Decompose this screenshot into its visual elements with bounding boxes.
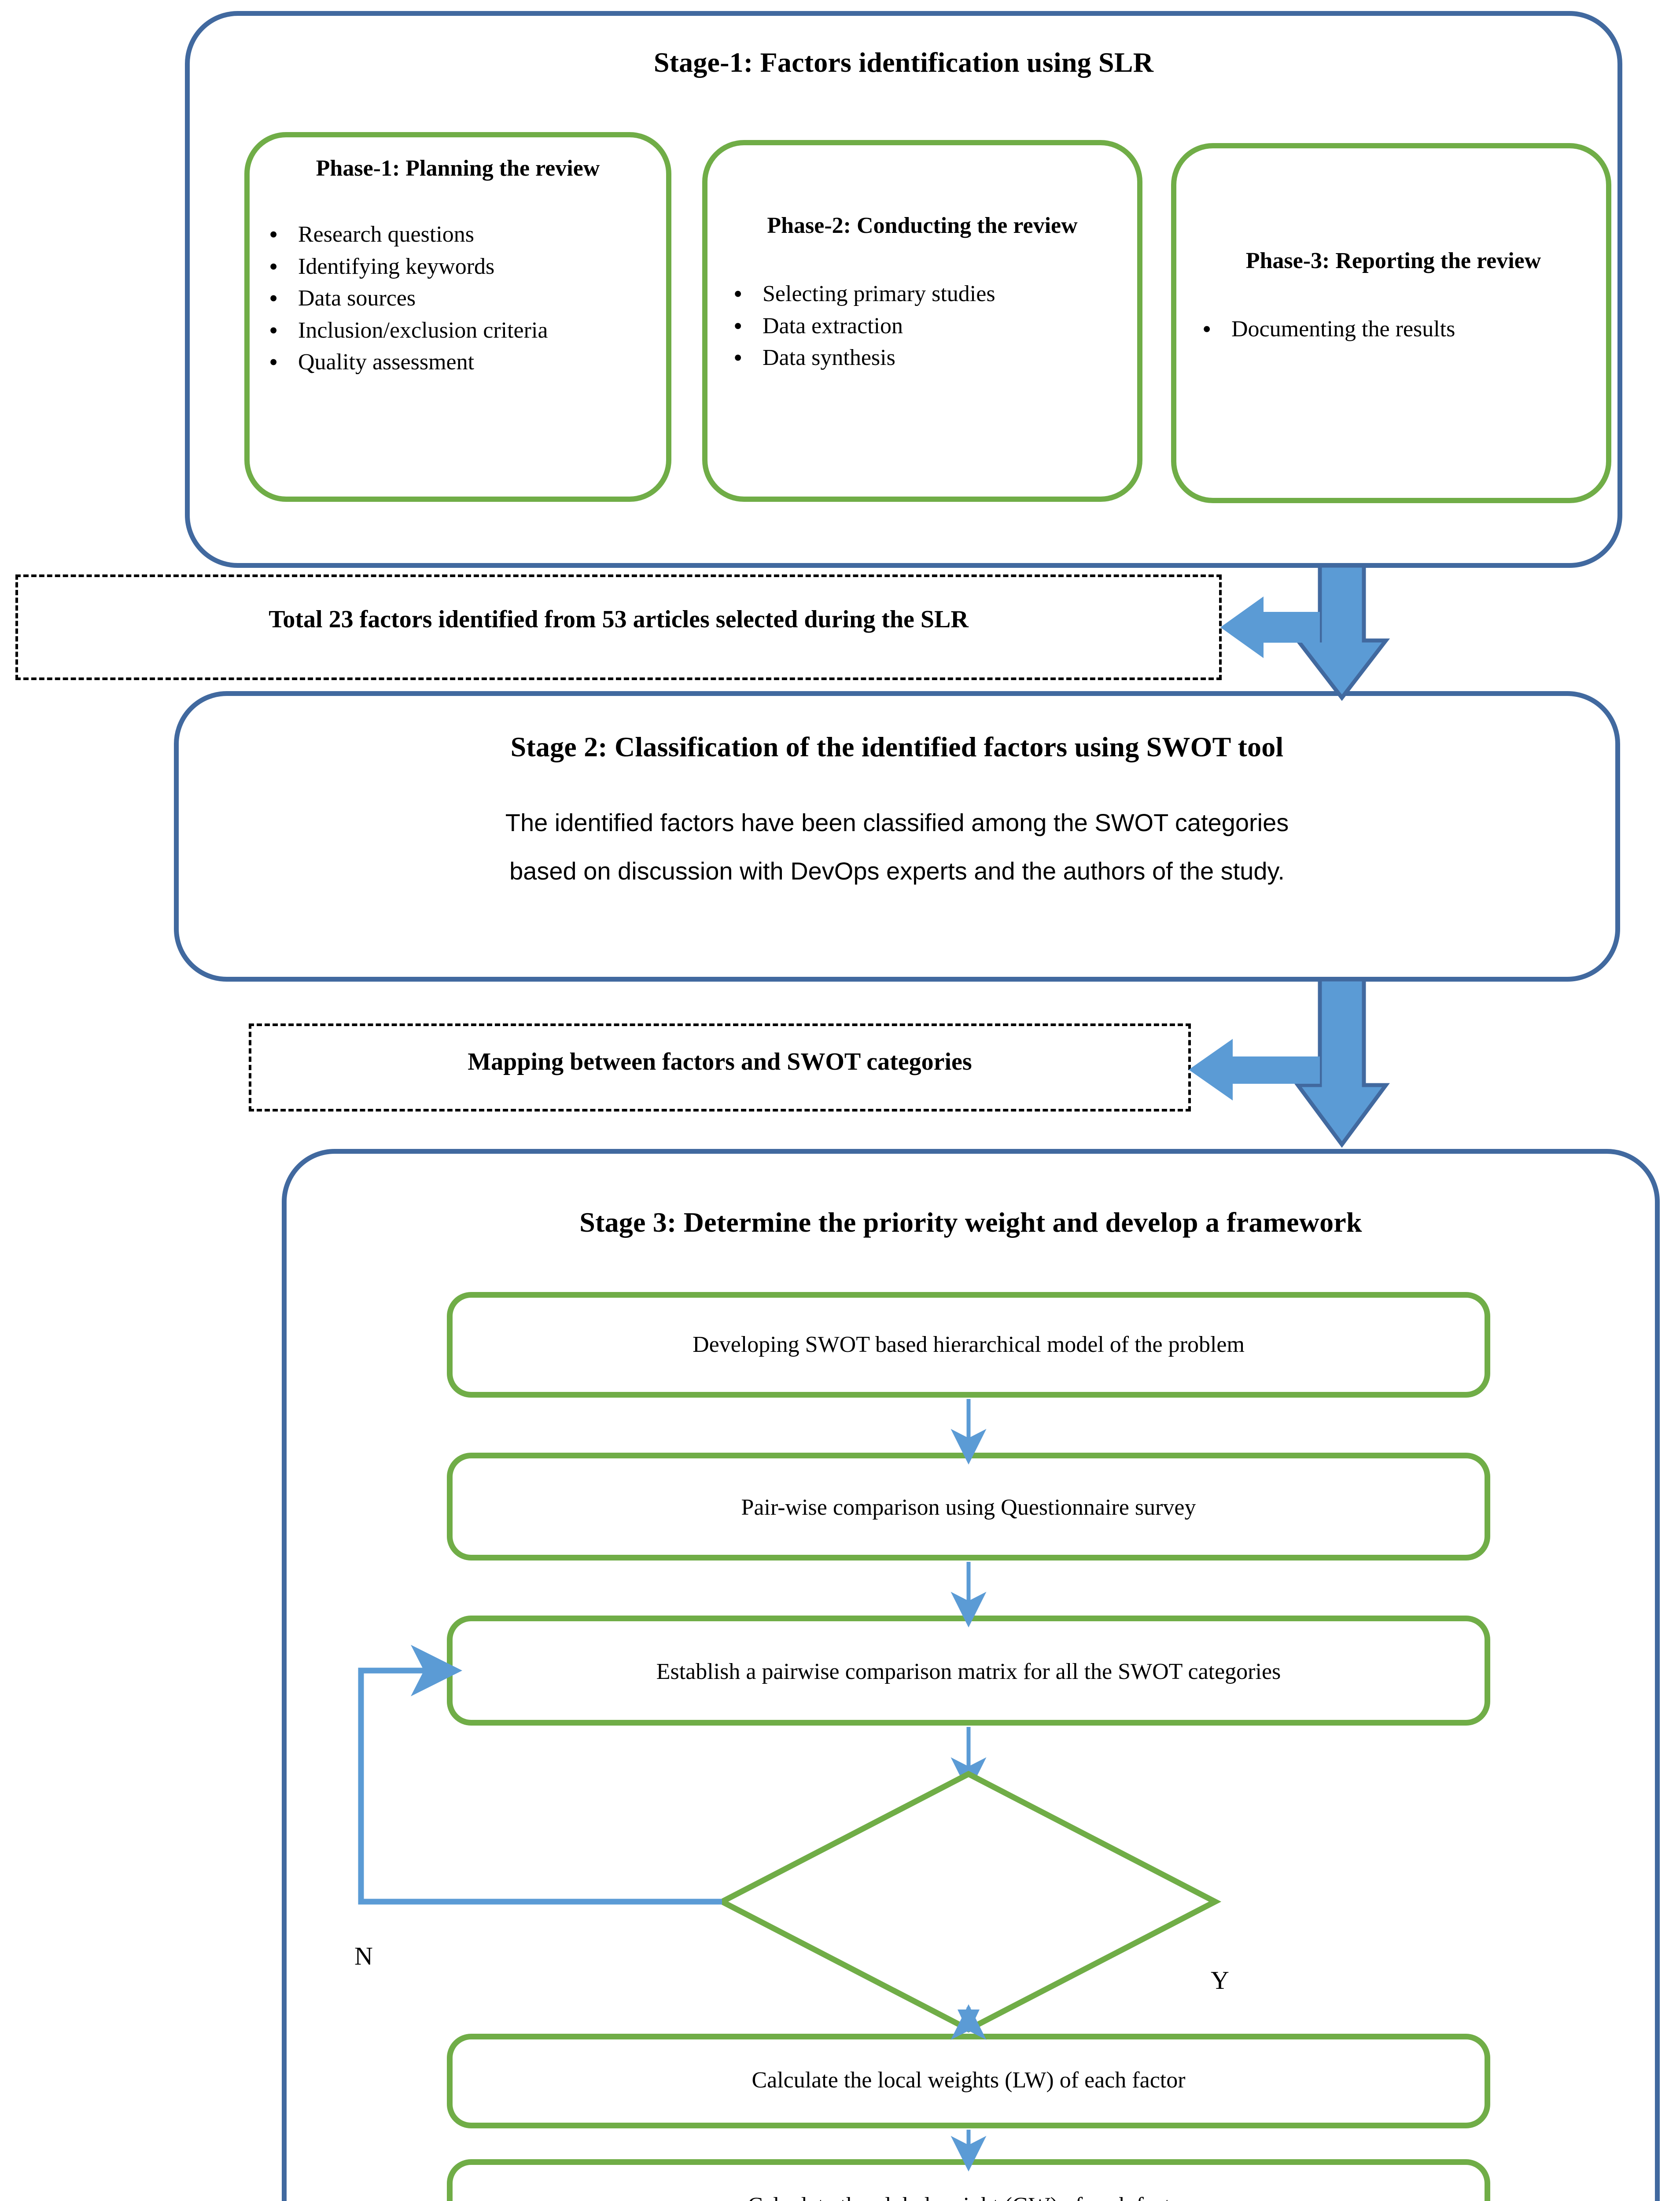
phase-1-title: Phase-1: Planning the review	[316, 156, 600, 181]
step-box-developing-model	[447, 1292, 1490, 1398]
stage-2-title: Stage 2: Classification of the identifie…	[510, 731, 1284, 762]
list-item: Data synthesis	[722, 342, 1127, 374]
step-label: Calculate the global weight (GW) of each…	[460, 2191, 1477, 2201]
phase-2-list: Selecting primary studies Data extractio…	[722, 278, 1127, 375]
block-arrow-stage2-to-stage3	[1189, 977, 1390, 1148]
stage-2-body-line-1: The identified factors have been classif…	[505, 809, 1289, 836]
stage-2-body-line-2: based on discussion with DevOps experts …	[509, 857, 1285, 885]
stage-2-container	[174, 691, 1620, 982]
phase-3-list: Documenting the results	[1191, 313, 1596, 347]
decision-branch-yes-label: Y	[1211, 1966, 1229, 1995]
stage-3-title: Stage 3: Determine the priority weight a…	[579, 1207, 1362, 1238]
note-total-factors-box	[15, 574, 1222, 680]
step-box-local-weights	[447, 2034, 1490, 2128]
step-box-pairwise-survey	[447, 1453, 1490, 1561]
note-mapping-label: Mapping between factors and SWOT categor…	[468, 1048, 972, 1075]
list-item: Quality assessment	[258, 346, 660, 379]
list-item: Documenting the results	[1191, 313, 1596, 346]
note-mapping-box	[249, 1023, 1191, 1112]
step-label: Developing SWOT based hierarchical model…	[693, 1332, 1245, 1357]
list-item: Inclusion/exclusion criteria	[258, 314, 660, 347]
decision-label-line-3: CR<0.1	[935, 1876, 1002, 1899]
step-label: Calculate the local weights (LW) of each…	[752, 2068, 1186, 2093]
step-label: Establish a pairwise comparison matrix f…	[656, 1659, 1281, 1684]
phase-1-list: Research questions Identifying keywords …	[258, 218, 660, 380]
phase-3-title: Phase-3: Reporting the review	[1245, 248, 1541, 273]
decision-label-line-1: Consistency	[917, 1817, 1021, 1840]
decision-label-line-2: check	[944, 1847, 993, 1870]
list-item: Selecting primary studies	[722, 278, 1127, 310]
phase-2-title: Phase-2: Conducting the review	[767, 213, 1078, 238]
list-item: Identifying keywords	[258, 250, 660, 283]
decision-branch-no-label: N	[354, 1942, 373, 1970]
note-total-factors-label: Total 23 factors identified from 53 arti…	[269, 606, 969, 633]
list-item: Research questions	[258, 218, 660, 251]
step-label: Pair-wise comparison using Questionnaire…	[741, 1495, 1196, 1520]
stage-1-title: Stage-1: Factors identification using SL…	[653, 47, 1154, 78]
list-item: Data extraction	[722, 310, 1127, 342]
block-arrow-stage1-to-stage2	[1220, 563, 1390, 701]
list-item: Data sources	[258, 282, 660, 315]
